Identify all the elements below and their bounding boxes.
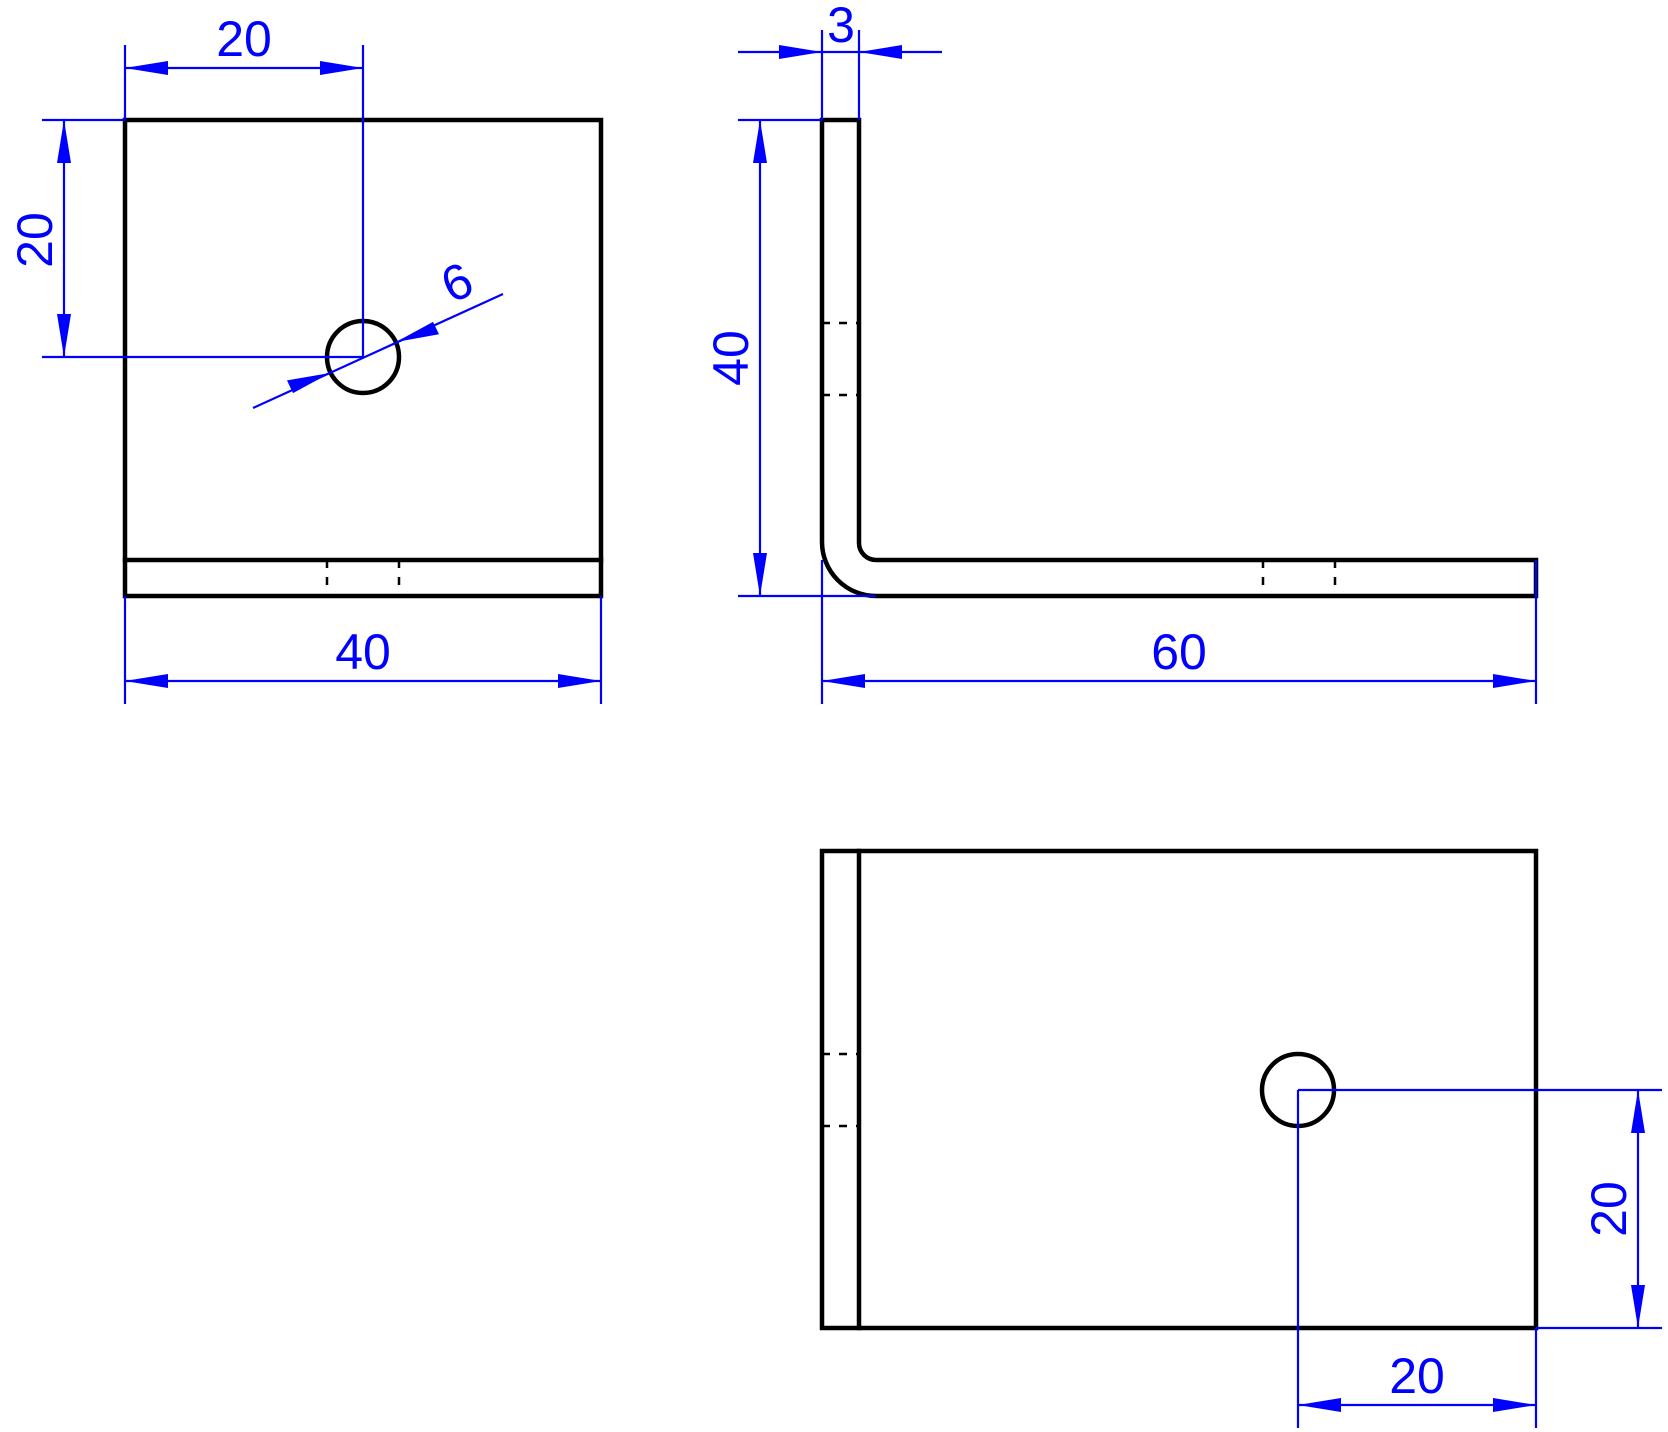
front-dim-hole-y-arrow-top <box>57 120 71 163</box>
side-dim-height-label: 40 <box>703 330 759 386</box>
front-dim-hole-x-label: 20 <box>216 11 272 67</box>
side-dim-length-label: 60 <box>1151 624 1207 680</box>
side-dim-height-arrow-bottom <box>753 553 767 596</box>
front-dim-width: 40 <box>123 596 603 704</box>
front-dim-hole-diameter-arrow-upper <box>396 321 439 342</box>
top-dim-hole-y-label: 20 <box>1581 1181 1637 1237</box>
side-dim-thickness-arrow-right <box>859 45 902 59</box>
side-dim-height-arrow-top <box>753 120 767 163</box>
top-dim-hole-x-arrow-right <box>1493 1398 1536 1412</box>
front-dim-hole-diameter-label: 6 <box>433 251 482 313</box>
front-dim-hole-y-arrow-bottom <box>57 314 71 357</box>
side-dim-length-arrow-right <box>1493 674 1536 688</box>
top-dim-hole-x-label: 20 <box>1389 1348 1445 1404</box>
side-dim-height: 40 <box>703 118 876 598</box>
front-dim-width-arrow-left <box>125 674 168 688</box>
front-dim-hole-diameter: 6 <box>252 251 504 410</box>
top-dim-hole-y-arrow-bottom <box>1631 1285 1645 1328</box>
front-dim-width-arrow-right <box>558 674 601 688</box>
top-dim-hole-x-arrow-left <box>1298 1398 1341 1412</box>
side-view-profile-outline <box>819 117 1539 599</box>
front-dim-hole-diameter-arrow-lower <box>287 373 330 394</box>
front-dim-hole-x-arrow-right <box>320 61 363 75</box>
top-dim-hole-y-arrow-top <box>1631 1090 1645 1133</box>
side-dim-length: 60 <box>820 560 1538 704</box>
front-dim-hole-y-label: 20 <box>7 212 63 268</box>
front-dim-hole-x-arrow-left <box>125 61 168 75</box>
front-dim-hole-y: 20 <box>7 118 363 359</box>
side-dim-length-arrow-left <box>822 674 865 688</box>
side-dim-thickness-arrow-left <box>779 45 822 59</box>
front-dim-hole-x: 20 <box>123 11 365 357</box>
side-dim-thickness-label: 3 <box>827 0 855 53</box>
side-dim-thickness: 3 <box>738 0 942 120</box>
front-dim-width-label: 40 <box>335 624 391 680</box>
front-view: 20 20 6 40 <box>7 11 604 704</box>
top-dim-hole-y: 20 <box>1298 1088 1662 1330</box>
top-dim-hole-x: 20 <box>1296 1090 1538 1428</box>
side-view: 3 40 60 <box>703 0 1539 704</box>
top-view: 20 20 <box>819 848 1662 1428</box>
